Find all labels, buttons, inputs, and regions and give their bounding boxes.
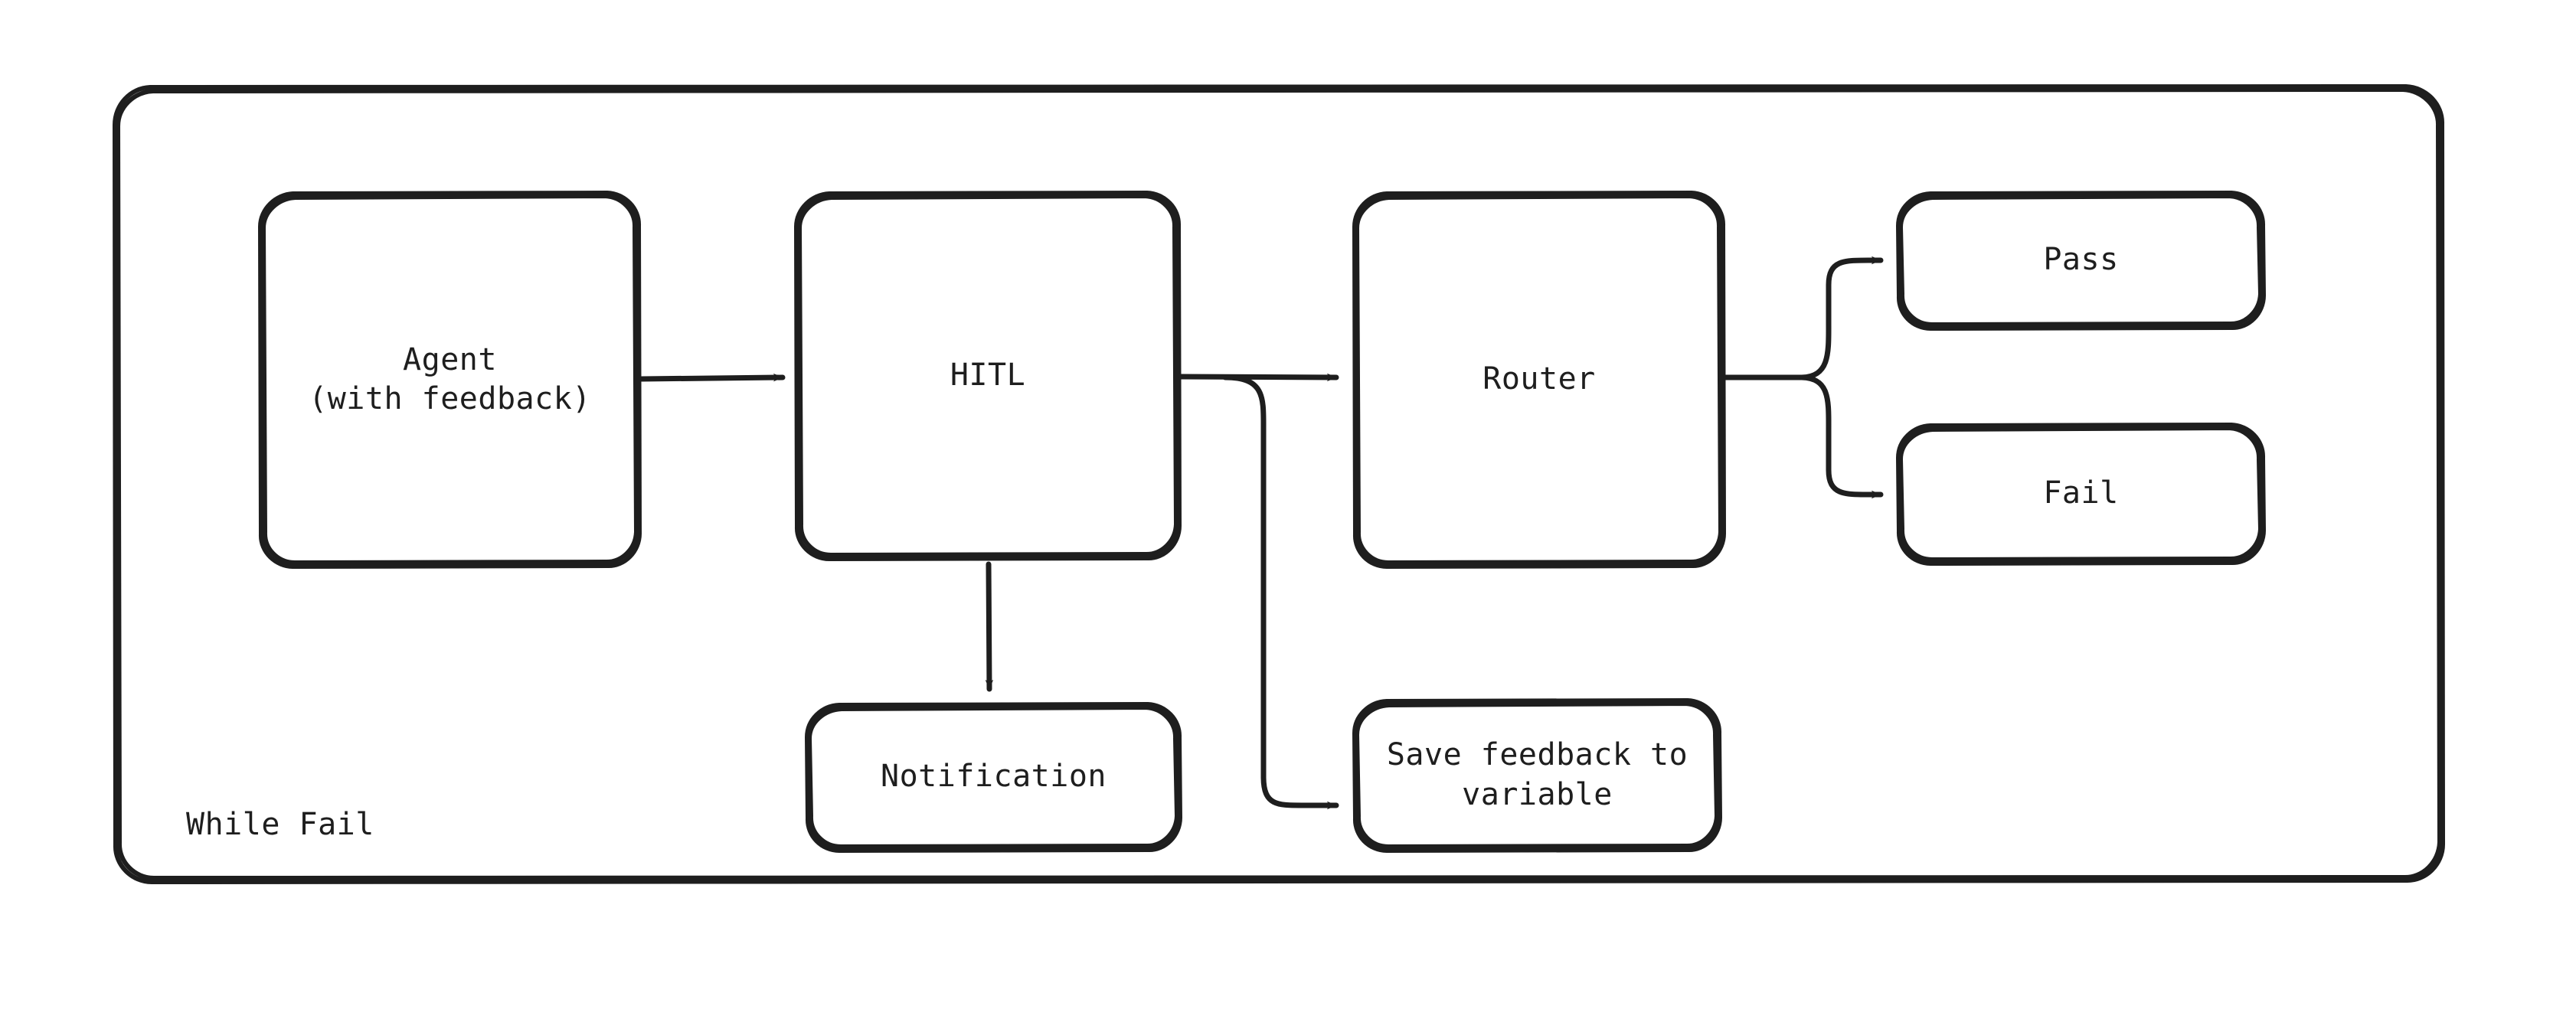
node-shape-router <box>1352 191 1726 569</box>
node-shape-notification <box>805 702 1182 853</box>
node-pass[interactable] <box>1899 193 2263 328</box>
node-shape-pass <box>1896 191 2266 331</box>
edge-agent-to-hitl <box>639 373 786 382</box>
node-shape-save-feedback <box>1352 698 1722 853</box>
node-shape-hitl <box>794 191 1182 561</box>
node-shape-agent <box>258 191 642 569</box>
node-agent[interactable] <box>260 193 639 567</box>
node-save-feedback[interactable] <box>1355 700 1719 850</box>
node-shape-fail <box>1896 423 2266 566</box>
edge-hitl-to-save-feedback <box>1222 374 1339 810</box>
node-notification[interactable] <box>808 704 1179 850</box>
edge-router-to-pass <box>1799 256 1884 380</box>
group-container-while-fail <box>113 84 2445 884</box>
node-fail[interactable] <box>1899 425 2263 563</box>
node-router[interactable] <box>1355 193 1723 567</box>
edge-router-to-fail <box>1799 374 1884 499</box>
group-label-while-fail: While Fail <box>186 807 374 842</box>
node-hitl[interactable] <box>796 193 1179 559</box>
